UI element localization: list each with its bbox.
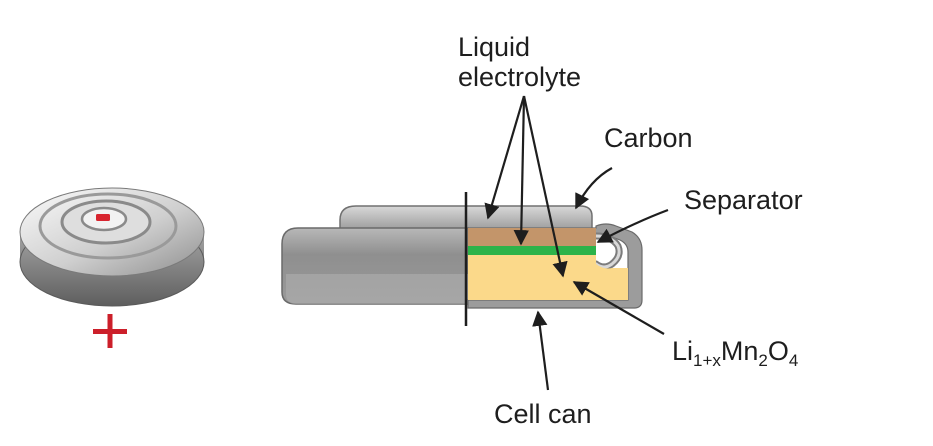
formula-li: Li (672, 336, 693, 366)
cell-cross-section (281, 192, 643, 326)
coin-ring-outer (38, 192, 178, 260)
label-electrolyte: electrolyte (458, 62, 581, 92)
arrow-electrolyte-right (522, 95, 568, 278)
arrow-separator (596, 208, 669, 243)
label-cathode-formula: Li1+xMn2O4 (672, 336, 798, 370)
label-separator: Separator (684, 185, 803, 215)
formula-mn: Mn (721, 336, 759, 366)
formula-sub-4: 4 (789, 351, 798, 370)
arrow-cathode (572, 281, 665, 335)
arrow-electrolyte-middle (513, 95, 529, 246)
coin-cell: - + (0, 0, 205, 348)
label-liquid: Liquid (458, 32, 530, 62)
label-carbon: Carbon (604, 123, 693, 153)
cathode-layer (468, 255, 628, 300)
can-body-lower (286, 274, 468, 304)
formula-sub-2: 2 (758, 351, 767, 370)
formula-sub-1x: 1+x (693, 351, 721, 370)
leader-lines (484, 95, 669, 391)
label-cell-can: Cell can (494, 399, 592, 429)
labels: Liquid electrolyte Carbon Separator Li1+… (458, 32, 803, 429)
carbon-layer (468, 228, 596, 246)
arrow-carbon (575, 167, 613, 210)
separator-layer (468, 246, 596, 255)
can-wall (467, 223, 643, 309)
formula-o: O (768, 336, 789, 366)
coin-negative-mark (96, 214, 110, 221)
coin-negative-symbol: - (0, 0, 1, 1)
arrow-electrolyte-left (484, 95, 526, 220)
coin-positive-icon (93, 314, 127, 348)
arrow-cell-can (532, 310, 550, 391)
coin-positive-symbol: + (0, 0, 1, 1)
